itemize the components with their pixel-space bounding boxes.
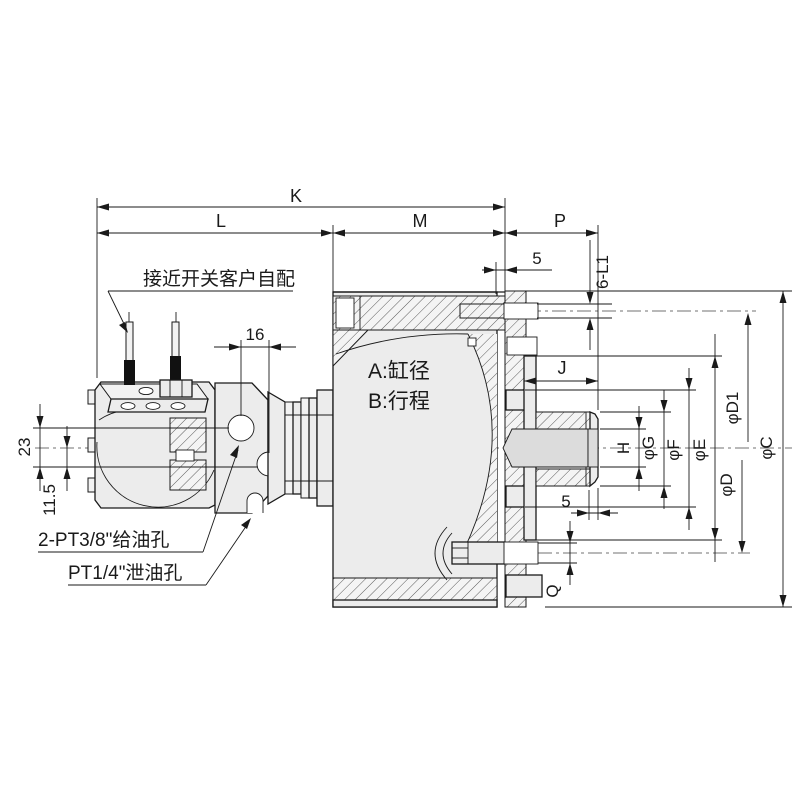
shaft-thread-bottom — [535, 468, 591, 487]
probe-nut — [159, 379, 193, 398]
dim-label-5-bottom: 5 — [561, 492, 570, 511]
port-section — [169, 459, 207, 491]
dim-label-phi-c: φC — [757, 436, 776, 459]
cone-adapter — [267, 390, 286, 506]
dim-label-k: K — [290, 186, 302, 206]
bracket-slot — [170, 402, 186, 410]
bore-opening — [587, 428, 599, 468]
note-proximity-switch: 接近开关客户自配 — [143, 268, 295, 290]
flange-and-shaft — [502, 290, 599, 608]
note-stroke: B:行程 — [368, 390, 430, 413]
bracket-slot — [145, 402, 161, 410]
drive-key-tab — [505, 574, 543, 598]
port-section — [169, 417, 207, 453]
annotations: 接近开关客户自配 A:缸径 B:行程 2-PT3/8"给油孔 PT1/4"泄油孔 — [38, 268, 430, 586]
dim-label-23: 23 — [15, 438, 34, 457]
ring — [284, 401, 294, 495]
dim-label-16: 16 — [246, 325, 265, 344]
dim-label-q: Q — [543, 584, 562, 597]
rotary-joint-block — [87, 312, 216, 509]
bracket-slot — [138, 386, 154, 396]
dim-label-6-l1: 6-L1 — [593, 255, 612, 289]
ring — [300, 397, 310, 499]
dim-label-5-top: 5 — [532, 249, 541, 268]
shaft-thread-top — [535, 411, 591, 430]
note-oil-supply: 2-PT3/8"给油孔 — [38, 529, 169, 551]
dim-label-phi-d: φD — [717, 473, 736, 496]
body-base — [332, 599, 498, 608]
ring — [308, 397, 318, 499]
seal-collar — [505, 389, 526, 411]
probe-tip — [124, 360, 135, 385]
dim-label-phi-d1: φD1 — [723, 392, 742, 425]
dim-label-phi-f: φF — [664, 439, 683, 460]
note-oil-drain: PT1/4"泄油孔 — [68, 562, 182, 584]
oil-port-hole — [227, 414, 255, 442]
drain-port-slot — [246, 492, 264, 513]
probe-tip — [170, 356, 181, 380]
tube-end-cap — [335, 297, 355, 329]
note-bore: A:缸径 — [368, 360, 430, 383]
collar-ring — [316, 389, 334, 507]
dim-label-phi-g: φG — [639, 436, 658, 460]
dim-label-p: P — [554, 211, 566, 231]
dim-label-l: L — [216, 211, 226, 231]
seal-collar — [505, 485, 526, 508]
wall-right-section — [458, 334, 497, 562]
proximity-probe — [125, 321, 134, 367]
tube-wall-bottom — [332, 577, 498, 601]
flange-recess — [506, 336, 538, 356]
shaft-bore — [502, 428, 589, 468]
dim-label-m: M — [413, 211, 428, 231]
bracket-slot — [120, 402, 136, 410]
middle-section — [214, 382, 334, 514]
dimensions: K L M P 5 6-L1 16 23 11 — [15, 186, 792, 608]
dim-label-h: H — [614, 442, 633, 454]
dim-label-11-5: 11.5 — [40, 484, 59, 516]
dim-label-phi-e: φE — [690, 439, 709, 461]
seal — [467, 337, 477, 347]
socket-head-bolt — [451, 541, 506, 565]
dim-label-j: J — [558, 358, 567, 378]
ring — [292, 401, 302, 495]
